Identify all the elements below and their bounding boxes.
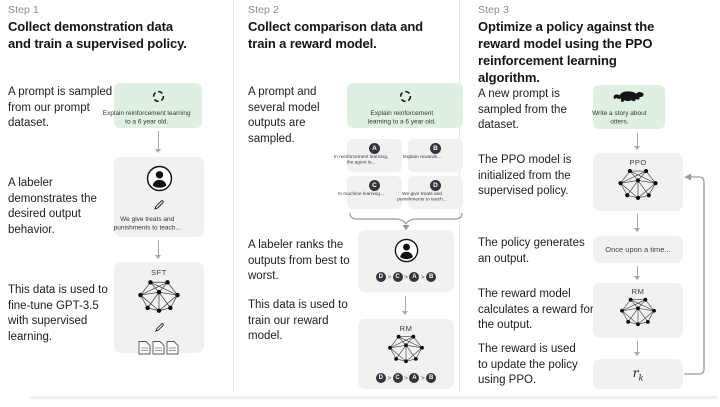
column-divider (233, 0, 234, 392)
annotation-new-prompt: A new prompt is sampled from the dataset… (478, 88, 567, 132)
output-chip-a: A In reinforcement learning, the agent i… (334, 139, 402, 172)
annotation-labeler-demonstrates: A labeler demonstrates the desired outpu… (8, 177, 97, 236)
down-arrow-icon (155, 240, 162, 259)
ranking-separator: > (404, 374, 408, 382)
down-arrow-icon (634, 133, 641, 150)
step-label: Step 3 (478, 4, 509, 16)
column-heading: Collect demonstration data and train a s… (8, 19, 187, 51)
chip-badge: C (369, 180, 380, 191)
otter-icon (613, 89, 645, 110)
down-arrow-icon (155, 131, 162, 153)
step-label: Step 1 (8, 4, 39, 16)
column-heading: Optimize a policy against the reward mod… (478, 19, 655, 85)
prompt-caption: Write a story about otters. (592, 110, 647, 126)
chip-badge: D (430, 180, 441, 191)
annotation-train-reward-model: This data is used to train our reward mo… (248, 299, 348, 343)
chip-caption: Explain rewards... (402, 154, 441, 160)
sft-box: SFT (114, 262, 204, 355)
output-chip-c: C In machine learning... (338, 176, 402, 209)
ranking-badge: A (409, 373, 420, 383)
documents-icon (138, 340, 180, 360)
down-arrow-icon (634, 341, 641, 356)
chip-caption: In reinforcement learning, the agent is.… (333, 154, 388, 166)
labeler-caption: We give treats and punishments to teach.… (113, 216, 181, 232)
ranking-row: D > C > A > B (375, 272, 437, 282)
feedback-loop-arrow (683, 168, 710, 385)
output-text: Once upon a time... (605, 245, 671, 254)
model-label: PPO (629, 158, 647, 167)
annotation-prompt-sampled: A prompt is sampled from our prompt data… (8, 86, 113, 130)
down-arrow-icon (634, 266, 641, 280)
reward-box: rk (593, 359, 683, 389)
sample-cycle-icon (398, 89, 413, 109)
network-icon (136, 278, 182, 320)
ranking-badge: A (409, 272, 420, 282)
down-arrow-icon (634, 214, 641, 232)
annotation-policy-generates: The policy generates an output. (478, 237, 585, 265)
ranking-badge: C (392, 272, 403, 282)
chip-caption: In machine learning... (337, 191, 384, 197)
ppo-box: PPO (593, 153, 683, 211)
annotation-outputs-sampled: A prompt and several model outputs are s… (248, 86, 320, 145)
column-heading: Collect comparison data and train a rewa… (248, 19, 424, 51)
ranking-separator: > (420, 374, 425, 382)
output-box: Once upon a time... (593, 236, 683, 263)
person-icon (146, 165, 173, 197)
bottom-shadow-line (30, 396, 718, 399)
step-label: Step 2 (248, 4, 279, 16)
ranking-separator: > (387, 374, 392, 382)
labeler-box: We give treats and punishments to teach.… (113, 157, 204, 237)
output-chip-b: B Explain rewards... (403, 139, 463, 172)
brace-icon (349, 212, 463, 237)
ranking-row: D > C > A > B (375, 373, 437, 383)
ranking-badge: B (426, 272, 437, 282)
prompt-box: Write a story about otters. (592, 85, 665, 129)
chip-caption: We give treats and punishments to teach.… (396, 191, 447, 203)
down-arrow-icon (402, 296, 409, 315)
model-label: RM (399, 324, 413, 333)
person-icon (394, 238, 419, 268)
model-label: RM (631, 287, 645, 296)
rm-box: RM (593, 283, 683, 338)
output-chip-d: D We give treats and punishments to teac… (397, 176, 463, 209)
model-label: SFT (151, 268, 167, 277)
labeler-box: D > C > A > B (358, 230, 454, 292)
ranking-badge: B (426, 373, 437, 383)
ranking-badge: C (392, 373, 403, 383)
prompt-box: Explain reinforcement learning to a 6 ye… (102, 83, 202, 128)
annotation-ppo-initialized: The PPO model is initialized from the su… (478, 154, 572, 198)
rm-box: RM D > C > A > B (358, 319, 454, 389)
chip-badge: B (430, 143, 441, 154)
ranking-separator: > (387, 273, 392, 281)
annotation-rm-calculates: The reward model calculates a reward for… (478, 288, 594, 332)
prompt-caption: Explain reinforcement learning to a 6 ye… (368, 110, 437, 126)
annotation-reward-updates: The reward is used to update the policy … (478, 343, 578, 387)
pencil-icon (154, 320, 165, 338)
chip-badge: A (369, 143, 380, 154)
ranking-separator: > (420, 273, 425, 281)
reward-symbol: rk (632, 365, 644, 383)
annotation-finetune-gpt: This data is used to fine-tune GPT-3.5 w… (8, 284, 108, 343)
prompt-caption: Explain reinforcement learning to a 6 ye… (102, 110, 191, 126)
pencil-icon (153, 198, 165, 216)
ranking-badge: D (375, 373, 386, 383)
network-icon (616, 167, 660, 207)
prompt-box: Explain reinforcement learning to a 6 ye… (347, 83, 463, 128)
ranking-badge: D (375, 272, 386, 282)
annotation-labeler-ranks: A labeler ranks the outputs from best to… (248, 239, 350, 283)
network-icon (618, 296, 658, 333)
ranking-separator: > (404, 273, 408, 281)
network-icon (386, 333, 426, 370)
sample-cycle-icon (151, 89, 166, 109)
